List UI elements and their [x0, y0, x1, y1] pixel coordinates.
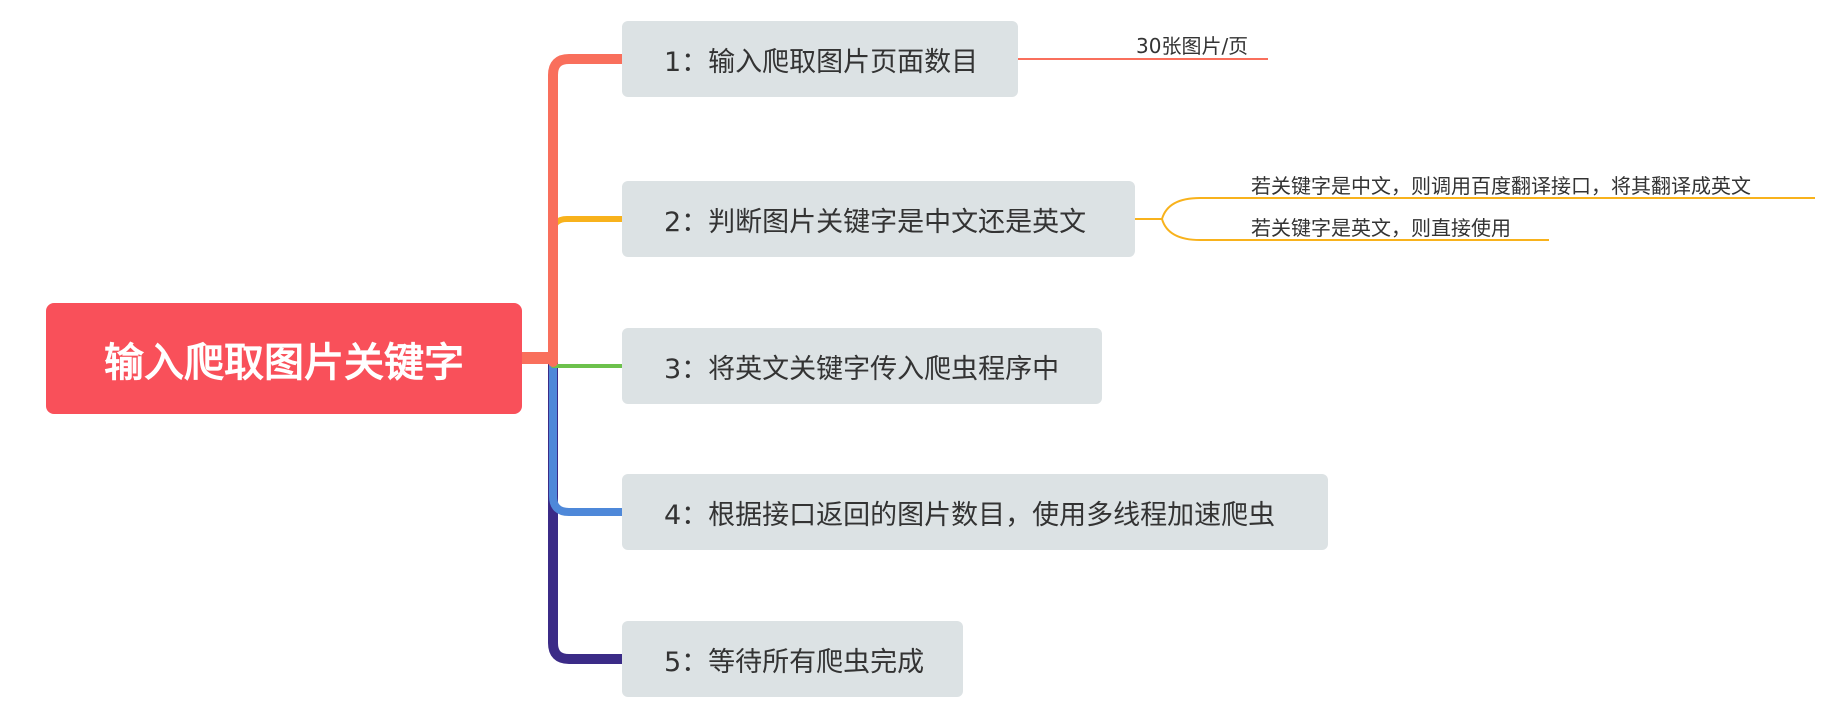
step-node-4-label: 4：根据接口返回的图片数目，使用多线程加速爬虫 — [664, 499, 1276, 531]
note-label-1[interactable]: 30张图片/页 — [1136, 30, 1248, 59]
note-line-2b — [1161, 218, 1549, 241]
step-node-4[interactable]: 4：根据接口返回的图片数目，使用多线程加速爬虫 — [622, 474, 1328, 550]
step-node-2-label: 2：判断图片关键字是中文还是英文 — [664, 206, 1087, 238]
branch-line-4 — [549, 358, 626, 516]
note-label-1-text: 30张图片/页 — [1136, 34, 1249, 58]
step-node-2[interactable]: 2：判断图片关键字是中文还是英文 — [622, 181, 1135, 257]
note-label-2b[interactable]: 若关键字是英文，则直接使用 — [1251, 212, 1511, 241]
branch-line-2 — [550, 216, 625, 365]
branch-line-5 — [548, 357, 627, 664]
step-node-1-label: 1：输入爬取图片页面数目 — [664, 46, 979, 78]
step-node-3[interactable]: 3：将英文关键字传入爬虫程序中 — [622, 328, 1102, 404]
root-node[interactable]: 输入爬取图片关键字 — [46, 303, 522, 414]
note-line-2a — [1135, 197, 1815, 220]
note-label-2a-text: 若关键字是中文，则调用百度翻译接口，将其翻译成英文 — [1251, 174, 1751, 198]
branch-line-1 — [548, 54, 627, 367]
step-node-5-label: 5：等待所有爬虫完成 — [664, 646, 925, 678]
step-node-1[interactable]: 1：输入爬取图片页面数目 — [622, 21, 1018, 97]
step-node-3-label: 3：将英文关键字传入爬虫程序中 — [664, 353, 1060, 385]
root-node-label: 输入爬取图片关键字 — [104, 339, 464, 386]
note-label-2a[interactable]: 若关键字是中文，则调用百度翻译接口，将其翻译成英文 — [1251, 170, 1751, 199]
step-node-5[interactable]: 5：等待所有爬虫完成 — [622, 621, 963, 697]
note-label-2b-text: 若关键字是英文，则直接使用 — [1251, 216, 1511, 240]
